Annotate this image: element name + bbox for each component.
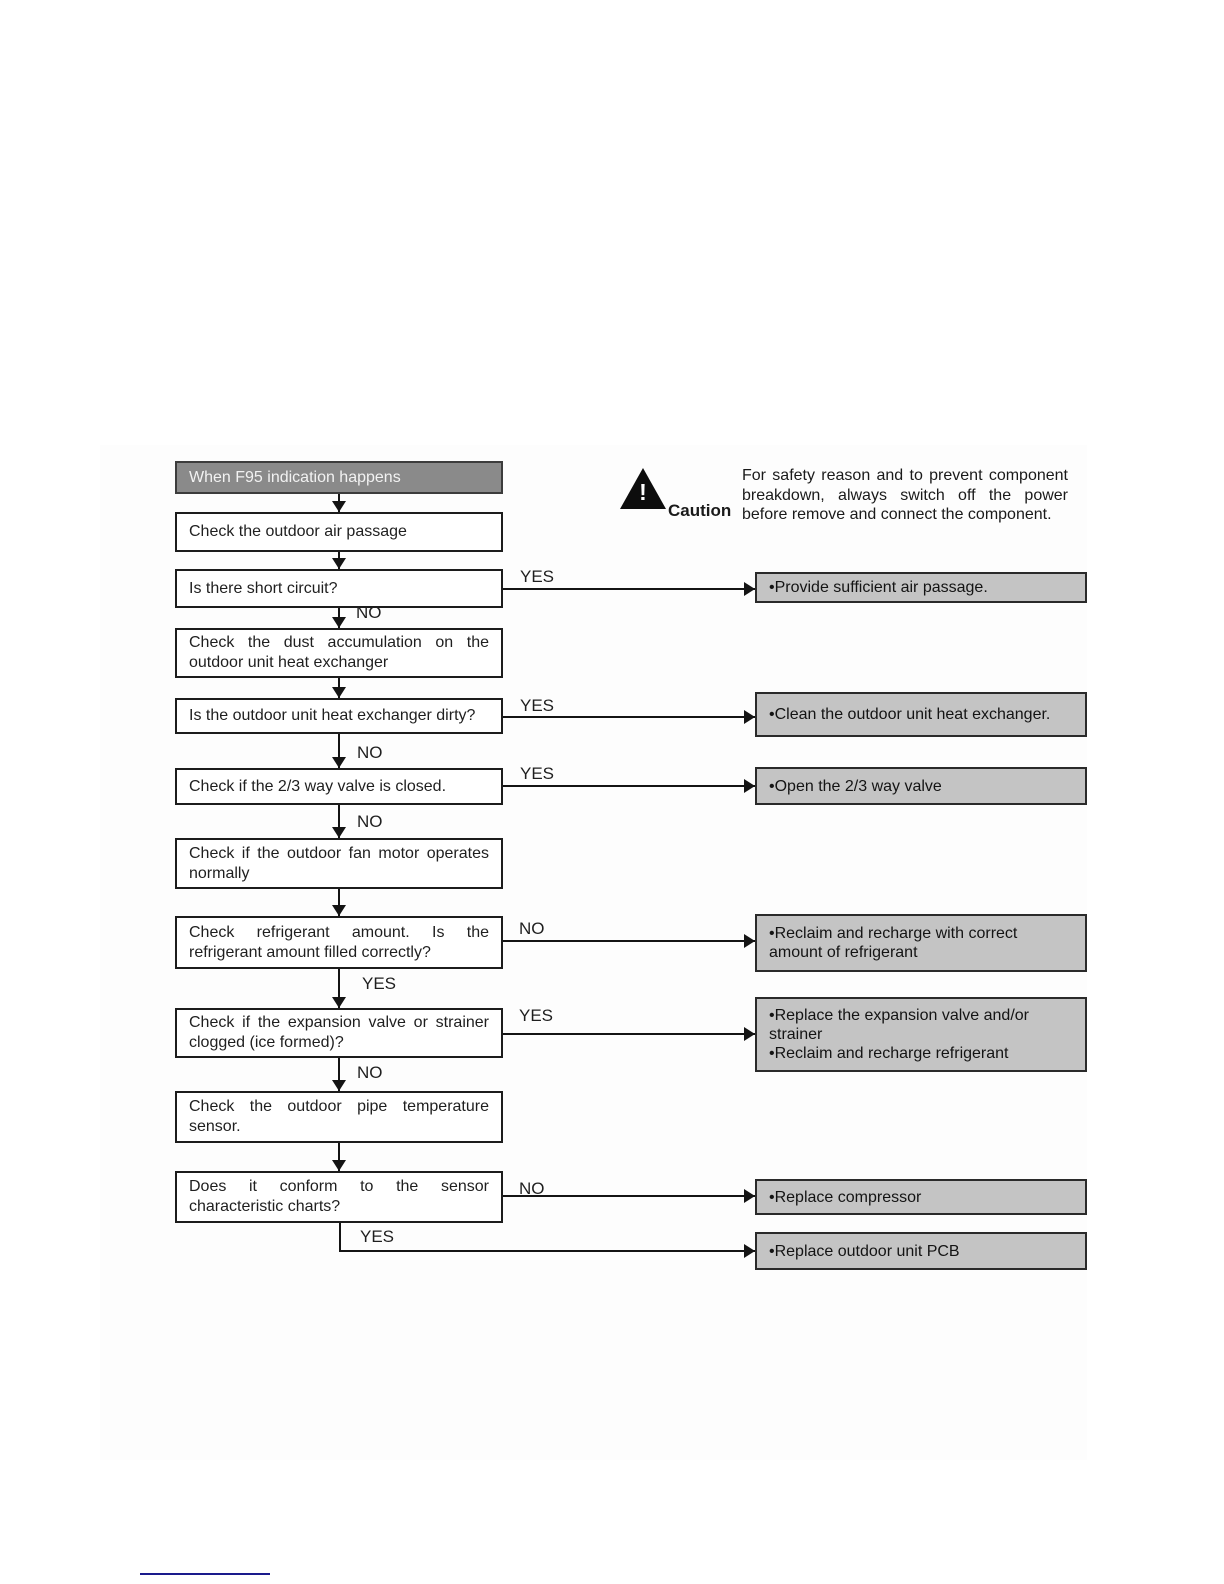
connector-horizontal xyxy=(503,588,755,590)
branch-label-no: NO xyxy=(356,603,382,622)
connector-vertical xyxy=(338,889,340,916)
branch-label-no: NO xyxy=(357,1063,383,1082)
connector-horizontal xyxy=(503,716,755,718)
down-arrowhead-icon xyxy=(332,617,346,628)
connector-vertical xyxy=(338,805,340,838)
flow-result-reclaim-recharge: •Reclaim and recharge with correct amoun… xyxy=(755,914,1087,972)
footer-link[interactable] xyxy=(140,1573,270,1575)
right-arrowhead-icon xyxy=(744,582,755,596)
right-arrowhead-icon xyxy=(744,1244,755,1258)
connector-vertical xyxy=(338,1143,340,1171)
flow-node-refrigerant-amount: Check refrigerant amount. Is the refrige… xyxy=(175,916,503,969)
branch-label-yes: YES xyxy=(520,567,555,586)
exclamation-glyph: ! xyxy=(639,479,647,505)
down-arrowhead-icon xyxy=(332,501,346,512)
down-arrowhead-icon xyxy=(332,558,346,569)
down-arrowhead-icon xyxy=(332,757,346,768)
right-arrowhead-icon xyxy=(744,934,755,948)
down-arrowhead-icon xyxy=(332,1160,346,1171)
connector-vertical xyxy=(339,1223,341,1252)
connector-horizontal xyxy=(503,785,755,787)
flow-start-when-f95: When F95 indication happens xyxy=(175,461,503,494)
branch-label-yes: YES xyxy=(360,1227,395,1246)
branch-label-yes: YES xyxy=(362,974,397,993)
down-arrowhead-icon xyxy=(332,687,346,698)
branch-label-no: NO xyxy=(519,919,545,938)
right-arrowhead-icon xyxy=(744,1189,755,1203)
warning-triangle-shape xyxy=(620,468,666,509)
branch-label-no: NO xyxy=(357,812,383,831)
right-arrowhead-icon xyxy=(744,710,755,724)
flow-node-fan-motor: Check if the outdoor fan motor operates … xyxy=(175,838,503,889)
flow-result-provide-air-passage: •Provide sufficient air passage. xyxy=(755,572,1087,603)
flow-node-valve-closed: Check if the 2/3 way valve is closed. xyxy=(175,768,503,805)
down-arrowhead-icon xyxy=(332,827,346,838)
connector-horizontal xyxy=(503,1033,755,1035)
connector-horizontal xyxy=(503,940,755,942)
down-arrowhead-icon xyxy=(332,997,346,1008)
flow-node-expansion-valve: Check if the expansion valve or strainer… xyxy=(175,1008,503,1058)
down-arrowhead-icon xyxy=(332,905,346,916)
flow-result-replace-compressor: •Replace compressor xyxy=(755,1179,1087,1215)
branch-label-no: NO xyxy=(357,743,383,762)
flow-node-pipe-temp-sensor: Check the outdoor pipe temperature senso… xyxy=(175,1091,503,1143)
connector-vertical xyxy=(338,1058,340,1091)
right-arrowhead-icon xyxy=(744,779,755,793)
flow-node-heat-exchanger-dirty: Is the outdoor unit heat exchanger dirty… xyxy=(175,698,503,734)
connector-horizontal xyxy=(503,1195,755,1197)
branch-label-yes: YES xyxy=(520,764,555,783)
flow-result-replace-pcb: •Replace outdoor unit PCB xyxy=(755,1232,1087,1270)
flow-result-replace-expansion-valve: •Replace the expansion valve and/or stra… xyxy=(755,997,1087,1072)
flow-node-short-circuit: Is there short circuit? xyxy=(175,569,503,608)
connector-horizontal xyxy=(339,1250,755,1252)
branch-label-no: NO xyxy=(519,1179,545,1198)
warning-triangle-icon: ! xyxy=(620,468,666,510)
flow-node-dust-accumulation: Check the dust accumulation on the outdo… xyxy=(175,628,503,678)
branch-label-yes: YES xyxy=(520,696,555,715)
branch-label-yes: YES xyxy=(519,1006,554,1025)
flow-node-check-air-passage: Check the outdoor air passage xyxy=(175,512,503,552)
caution-label: Caution xyxy=(668,501,732,520)
right-arrowhead-icon xyxy=(744,1027,755,1041)
connector-vertical xyxy=(338,969,340,1008)
flow-result-open-valve: •Open the 2/3 way valve xyxy=(755,767,1087,805)
flow-node-sensor-characteristic: Does it conform to the sensor characteri… xyxy=(175,1171,503,1223)
caution-text: For safety reason and to prevent compone… xyxy=(742,467,1068,523)
flow-start-label: When F95 indication happens xyxy=(189,468,401,486)
down-arrowhead-icon xyxy=(332,1080,346,1091)
connector-vertical xyxy=(338,734,340,768)
flow-result-clean-heat-exchanger: •Clean the outdoor unit heat exchanger. xyxy=(755,692,1087,737)
